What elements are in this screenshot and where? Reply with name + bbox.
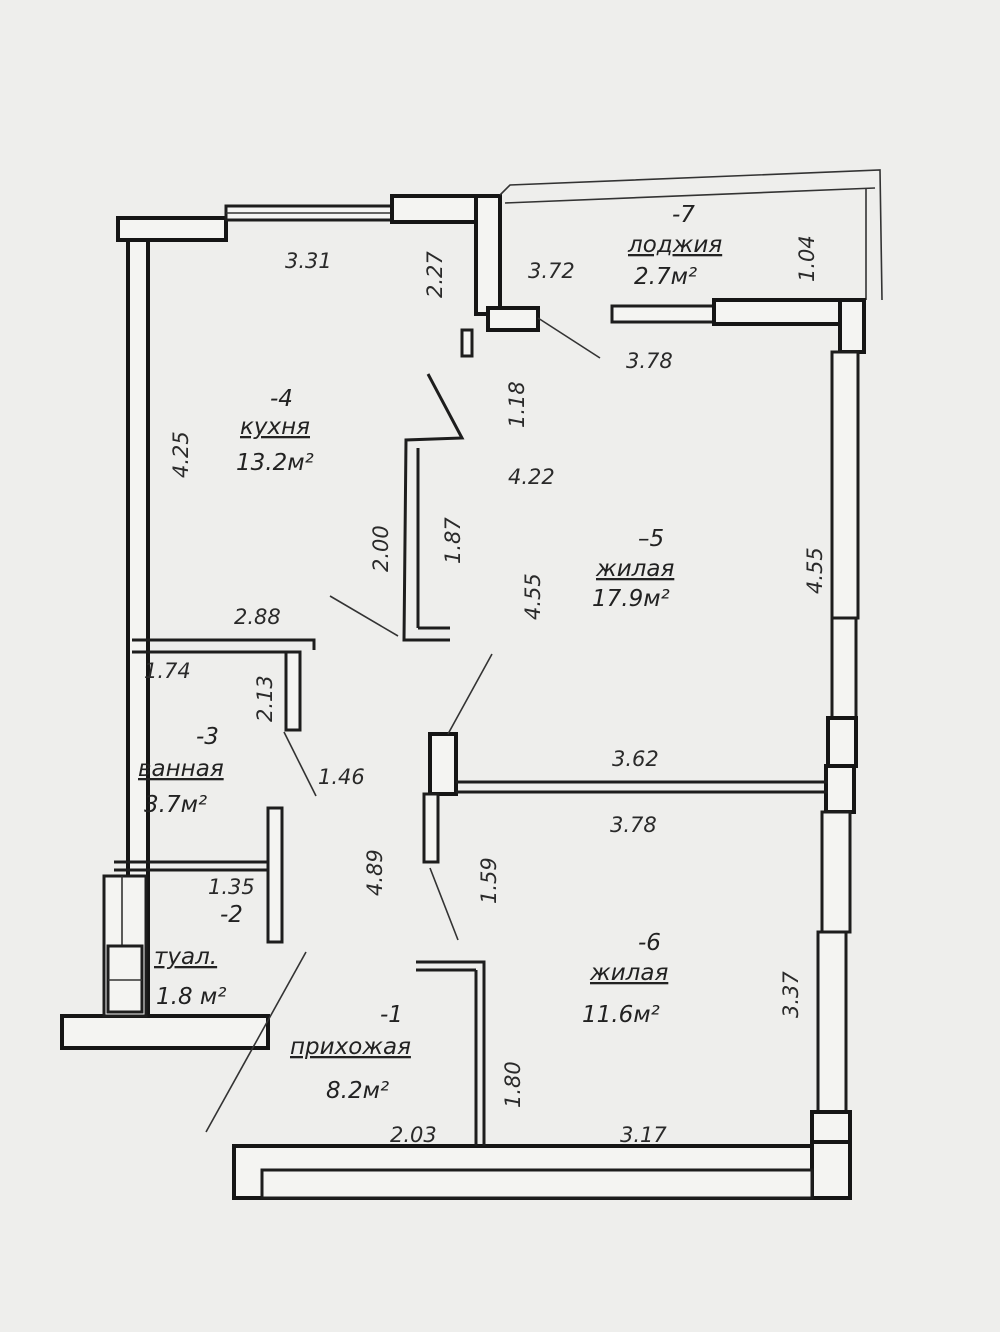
- partition-column: [428, 732, 458, 796]
- kitchen-notch-wall: [486, 306, 540, 332]
- dim-1-87: 1.87: [441, 517, 465, 564]
- dim-bath-top: 2.88: [234, 605, 281, 629]
- dim-kitchen-notch: 2.27: [423, 251, 447, 298]
- room-living-2: -6 жилая 11.6м²: [582, 930, 668, 1028]
- toilet-fixture: [106, 944, 144, 1014]
- door-leaders: [205, 317, 601, 1133]
- dim-corridor: 1.46: [318, 765, 365, 789]
- kitchen-loggia-wall: [474, 194, 502, 316]
- room-labels: -7 лоджия 2.7м² -4 кухня 13.2м² –5 жилая…: [138, 202, 722, 1104]
- room-toilet: -2 туал. 1.8 м²: [154, 902, 243, 1010]
- room-living-1: –5 жилая 17.9м²: [592, 526, 674, 612]
- dim-2-00: 2.00: [369, 525, 393, 572]
- right-wall-block-1: [826, 716, 858, 768]
- right-wall-corner-1: [810, 1110, 852, 1144]
- right-window-2: [820, 810, 852, 934]
- entrance-wall: [60, 1014, 270, 1050]
- dim-loggia-left: 3.72: [528, 259, 575, 283]
- top-left-wall-block: [116, 216, 228, 242]
- dimension-labels: 3.31 2.27 3.72 1.04 3.78 4.25 1.18 4.22 …: [144, 235, 827, 1147]
- bottom-wall-inner: [260, 1168, 814, 1200]
- dim-living2-bottom: 3.17: [620, 1123, 667, 1147]
- room-kitchen: -4 кухня 13.2м²: [236, 386, 314, 476]
- room-area: 8.2м²: [326, 1078, 389, 1104]
- dim-living1-right: 4.55: [803, 547, 827, 594]
- kitchen-stub: [460, 328, 474, 358]
- dim-toilet-width: 1.35: [208, 875, 255, 899]
- room-number: –5: [638, 526, 664, 552]
- room-name: кухня: [240, 414, 310, 440]
- room-number: -4: [270, 386, 293, 412]
- dim-bath-side: 2.13: [253, 675, 277, 722]
- room-area: 1.8 м²: [156, 984, 226, 1010]
- walls: [60, 169, 883, 1200]
- right-wall-corner-2: [810, 1140, 852, 1200]
- room-area: 13.2м²: [236, 450, 314, 476]
- room-area: 11.6м²: [582, 1002, 660, 1028]
- hall-stub: [422, 792, 440, 864]
- right-wall-lower: [816, 930, 848, 1114]
- bath-side-wall: [284, 650, 302, 732]
- dim-hall-bottom: 2.03: [390, 1123, 437, 1147]
- room-name: жилая: [595, 556, 674, 582]
- room-number: -6: [638, 930, 661, 956]
- dim-loggia-side: 1.04: [795, 235, 819, 282]
- dim-bath-inner: 1.74: [144, 659, 191, 683]
- room-name: лоджия: [627, 232, 722, 258]
- right-wall-top: [838, 298, 866, 354]
- hall-right-wall: [416, 960, 486, 1146]
- loggia-outline: [499, 169, 883, 301]
- dim-hall-right: 1.80: [501, 1061, 525, 1108]
- dim-1-18: 1.18: [505, 381, 529, 428]
- right-wall-mid: [830, 616, 858, 720]
- room-number: -7: [672, 202, 695, 228]
- dim-4-22: 4.22: [508, 465, 555, 489]
- room-name: жилая: [589, 960, 668, 986]
- room-number: -1: [380, 1002, 403, 1028]
- room-area: 2.7м²: [634, 264, 697, 290]
- dim-living1-top: 3.78: [626, 349, 673, 373]
- room-name: прихожая: [290, 1034, 411, 1060]
- room-bath: -3 ванная 3.7м²: [138, 724, 224, 818]
- right-window-1: [830, 350, 860, 620]
- room-loggia: -7 лоджия 2.7м²: [627, 202, 722, 290]
- dim-living2-top: 3.78: [610, 813, 657, 837]
- dim-hall-left: 4.89: [363, 849, 387, 896]
- room-hall: -1 прихожая 8.2м²: [290, 1002, 411, 1104]
- toilet-side-wall: [266, 806, 284, 944]
- dim-kitchen-top: 3.31: [285, 249, 332, 273]
- dim-kitchen-left: 4.25: [169, 431, 193, 478]
- room-area: 17.9м²: [592, 586, 670, 612]
- room-number: -2: [220, 902, 243, 928]
- room-name: туал.: [154, 944, 217, 970]
- dim-partition-top: 3.62: [612, 747, 659, 771]
- dim-1-59: 1.59: [477, 857, 501, 904]
- kitchen-partition: [402, 373, 465, 642]
- room-name: ванная: [138, 756, 224, 782]
- bath-top-wall: [132, 638, 316, 650]
- room-number: -3: [196, 724, 219, 750]
- living1-window: [610, 304, 716, 324]
- dim-living1-center: 4.55: [521, 573, 545, 620]
- room-area: 3.7м²: [144, 792, 207, 818]
- dim-living2-right: 3.37: [779, 971, 803, 1018]
- right-wall-block-2: [824, 764, 856, 814]
